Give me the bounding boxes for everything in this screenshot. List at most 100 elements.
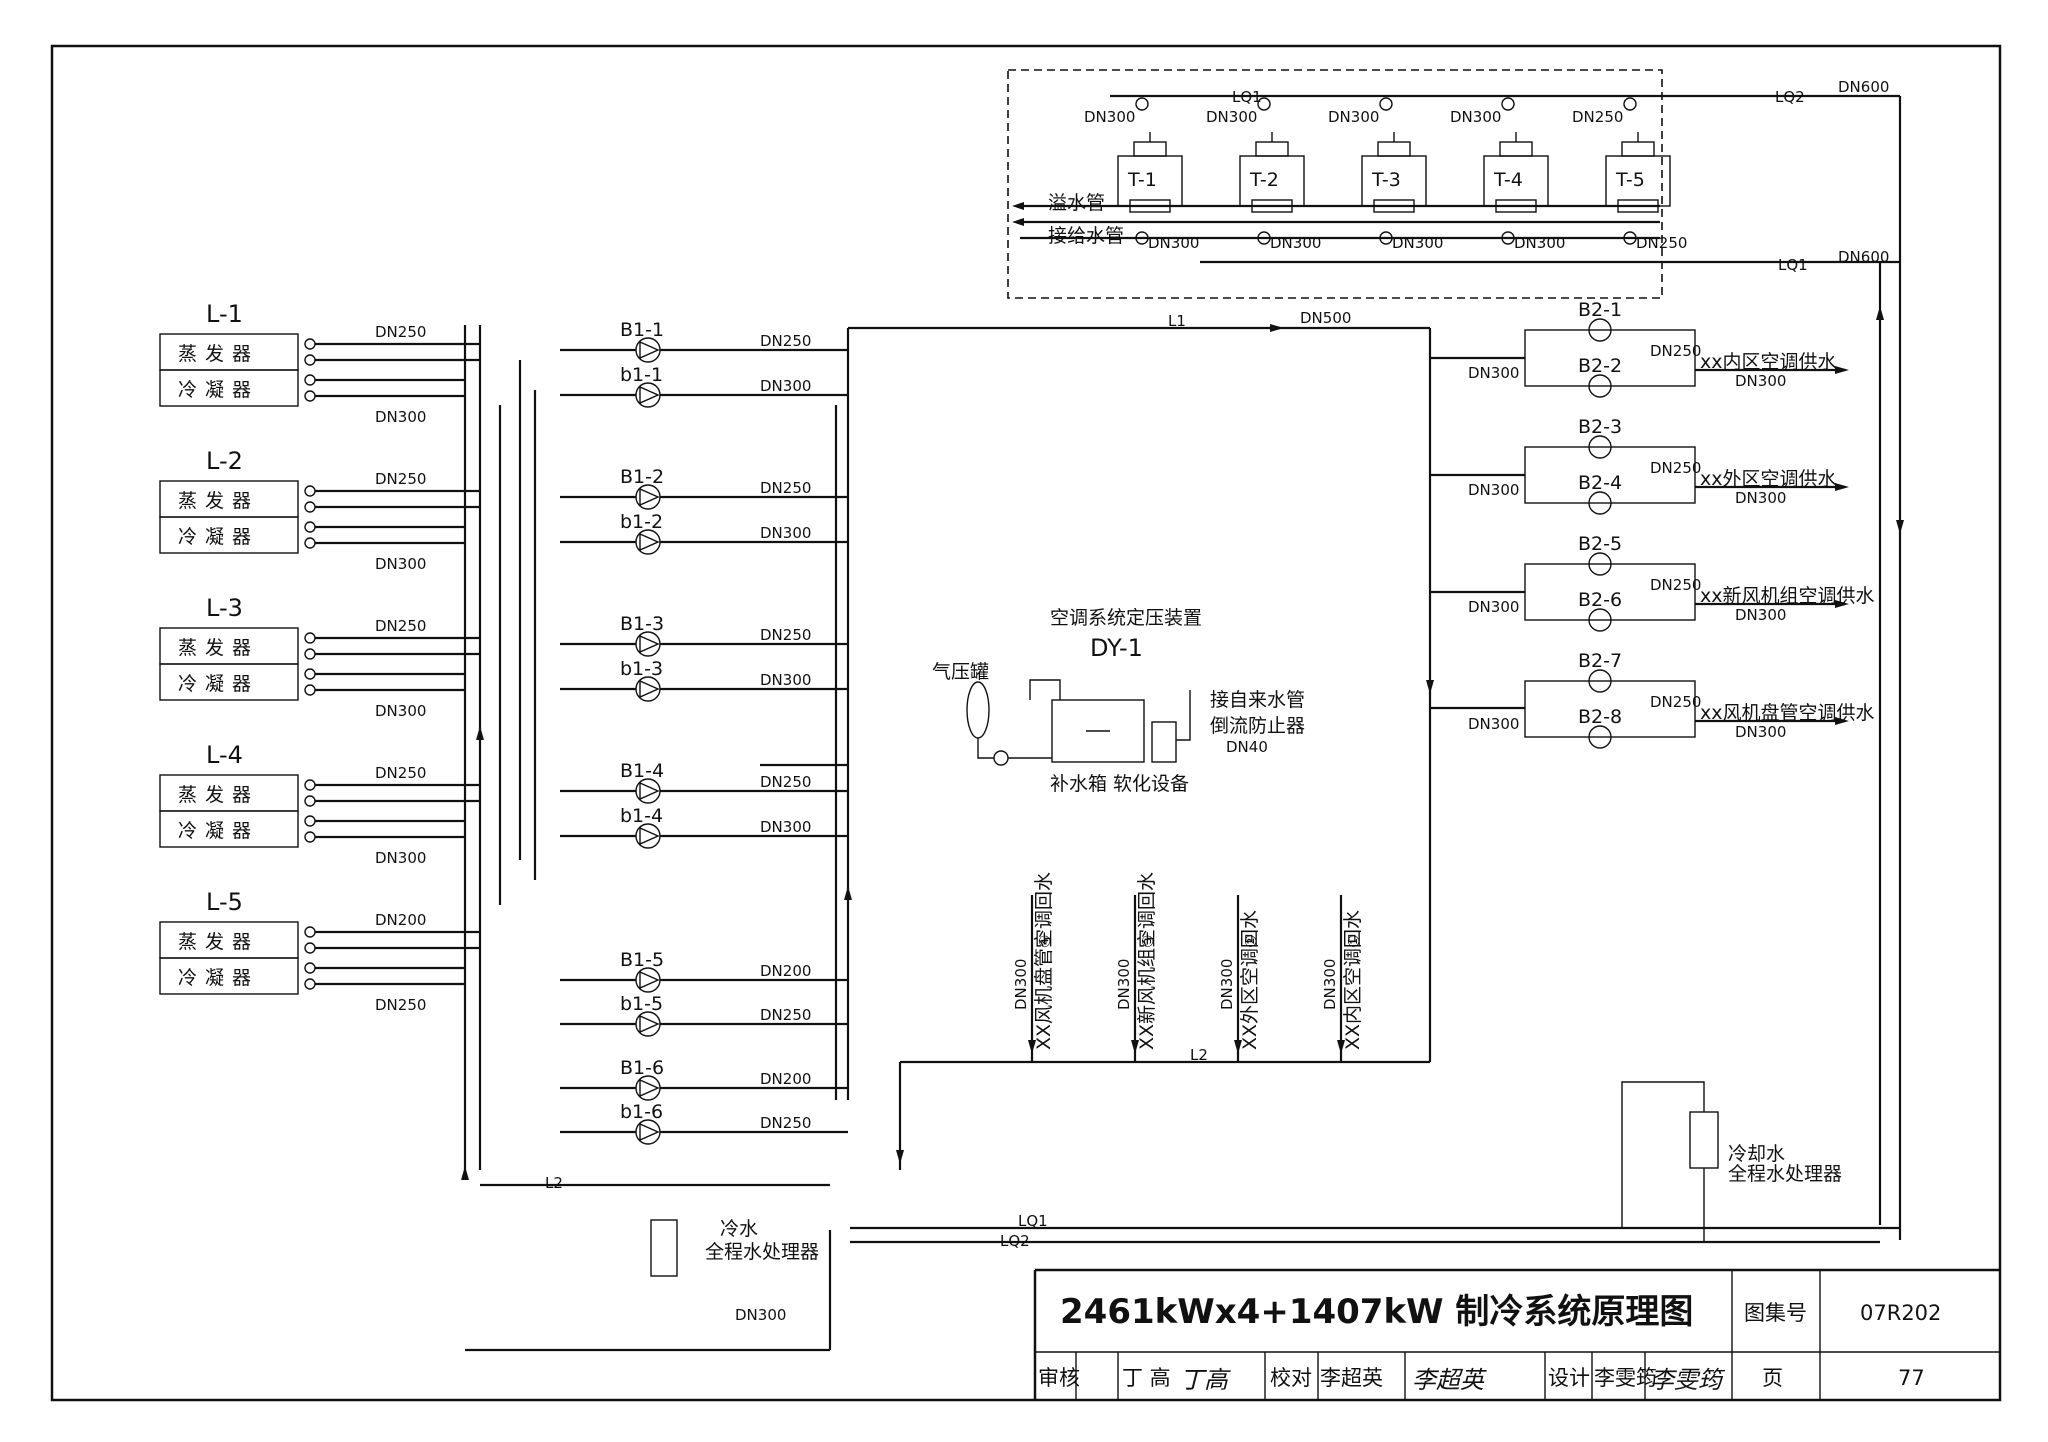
page-no: 77 <box>1898 1366 1925 1390</box>
pump-dn: DN300 <box>760 524 811 542</box>
tower-top-dn: DN300 <box>1206 108 1257 126</box>
cooling-treater-label2: 全程水处理器 <box>1728 1163 1842 1185</box>
review-label: 审核 <box>1038 1366 1080 1390</box>
pump-symbol <box>1588 552 1612 576</box>
atlas-no-label: 图集号 <box>1744 1301 1807 1325</box>
cond-dn: DN300 <box>375 555 426 573</box>
dn300-bottom-label: DN300 <box>735 1306 786 1324</box>
evaporator-label: 蒸发器 <box>178 490 259 512</box>
evap-dn: DN250 <box>375 764 426 782</box>
evap-dn: DN250 <box>375 617 426 635</box>
in-dn: DN300 <box>1468 598 1519 616</box>
tower-id: T-1 <box>1127 169 1157 191</box>
in-dn: DN300 <box>1468 364 1519 382</box>
tower-bottom-dn: DN300 <box>1514 234 1565 252</box>
chilled-treater-label: 冷水 <box>720 1218 758 1240</box>
l2-bottom-label: L2 <box>1190 1046 1208 1064</box>
tower-bottom-dn: DN300 <box>1392 234 1443 252</box>
city-water-label: 接自来水管 <box>1210 689 1305 711</box>
pump-symbol <box>1588 318 1612 342</box>
pump-symbol <box>1588 725 1612 749</box>
lq1-bottom-label: LQ1 <box>1018 1212 1048 1230</box>
lq2-bottom-label: LQ2 <box>1000 1232 1030 1250</box>
pump-id: b1-3 <box>620 658 663 680</box>
supply-label: xx外区空调供水 <box>1700 468 1837 490</box>
pressurization-unit <box>966 679 1191 766</box>
condenser-box <box>159 369 299 407</box>
tower-id: T-4 <box>1493 169 1523 191</box>
pump-symbol <box>1588 608 1612 632</box>
pump-id: b1-1 <box>620 364 663 386</box>
tower-lq1-label: LQ1 <box>1232 88 1262 106</box>
condenser-label: 冷凝器 <box>178 820 259 842</box>
secondary-pump-id: B2-1 <box>1578 299 1622 321</box>
return-text: XX内区空调回水 <box>1342 910 1364 1050</box>
out-dn: DN250 <box>1650 576 1701 594</box>
cond-dn: DN300 <box>375 702 426 720</box>
secondary-pump-id: B2-8 <box>1578 706 1622 728</box>
return-num: ② <box>1242 935 1260 948</box>
supply-label: xx内区空调供水 <box>1700 351 1837 373</box>
condenser-box <box>159 516 299 554</box>
condenser-label: 冷凝器 <box>178 526 259 548</box>
in-dn: DN300 <box>1468 481 1519 499</box>
l2-return-label: L2 <box>545 1174 563 1192</box>
pump-dn: DN250 <box>760 1114 811 1132</box>
designer-name: 李雯筠 <box>1594 1366 1657 1390</box>
pump-dn: DN300 <box>760 671 811 689</box>
secondary-pump-id: B2-6 <box>1578 589 1622 611</box>
makeup-pipe-label: 接给水管 <box>1048 225 1124 247</box>
makeup-tank <box>1051 699 1145 763</box>
pump-symbol <box>1588 491 1612 515</box>
evap-dn: DN250 <box>375 323 426 341</box>
cond-dn: DN250 <box>375 996 426 1014</box>
chiller-id: L-4 <box>206 741 243 769</box>
pressure-unit-title: 空调系统定压装置 <box>1050 607 1202 629</box>
out-dn: DN250 <box>1650 693 1701 711</box>
cond-dn: DN300 <box>375 849 426 867</box>
pump-dn: DN250 <box>760 773 811 791</box>
tower-bottom-dn: DN300 <box>1270 234 1321 252</box>
evap-dn: DN200 <box>375 911 426 929</box>
chilled-water-treater <box>650 1219 678 1277</box>
pump-id: B1-6 <box>620 1057 664 1079</box>
tower-id: T-5 <box>1615 169 1645 191</box>
pump-symbol <box>1588 669 1612 693</box>
backflow-label: 倒流防止器 <box>1210 715 1305 737</box>
tower-lq1-return-label: LQ1 <box>1778 256 1808 274</box>
return-dn: DN300 <box>1321 959 1339 1010</box>
reviewer-signature: 丁高 <box>1180 1366 1231 1394</box>
condenser-label: 冷凝器 <box>178 379 259 401</box>
chiller-id: L-5 <box>206 888 243 916</box>
chiller-id: L-2 <box>206 447 243 475</box>
l1-top-label: L1 <box>1168 312 1186 330</box>
return-dn: DN300 <box>1115 959 1133 1010</box>
cooling-towers: T-1DN300DN300T-2DN300DN300T-3DN300DN300T… <box>1084 97 1687 252</box>
pump-dn: DN200 <box>760 962 811 980</box>
supply-label: xx新风机组空调供水 <box>1700 585 1875 607</box>
pump-dn: DN250 <box>760 626 811 644</box>
pump-id: B1-1 <box>620 319 664 341</box>
pump-id: b1-4 <box>620 805 663 827</box>
pump-symbol <box>1588 435 1612 459</box>
tower-id: T-2 <box>1249 169 1279 191</box>
tower-id: T-3 <box>1371 169 1401 191</box>
